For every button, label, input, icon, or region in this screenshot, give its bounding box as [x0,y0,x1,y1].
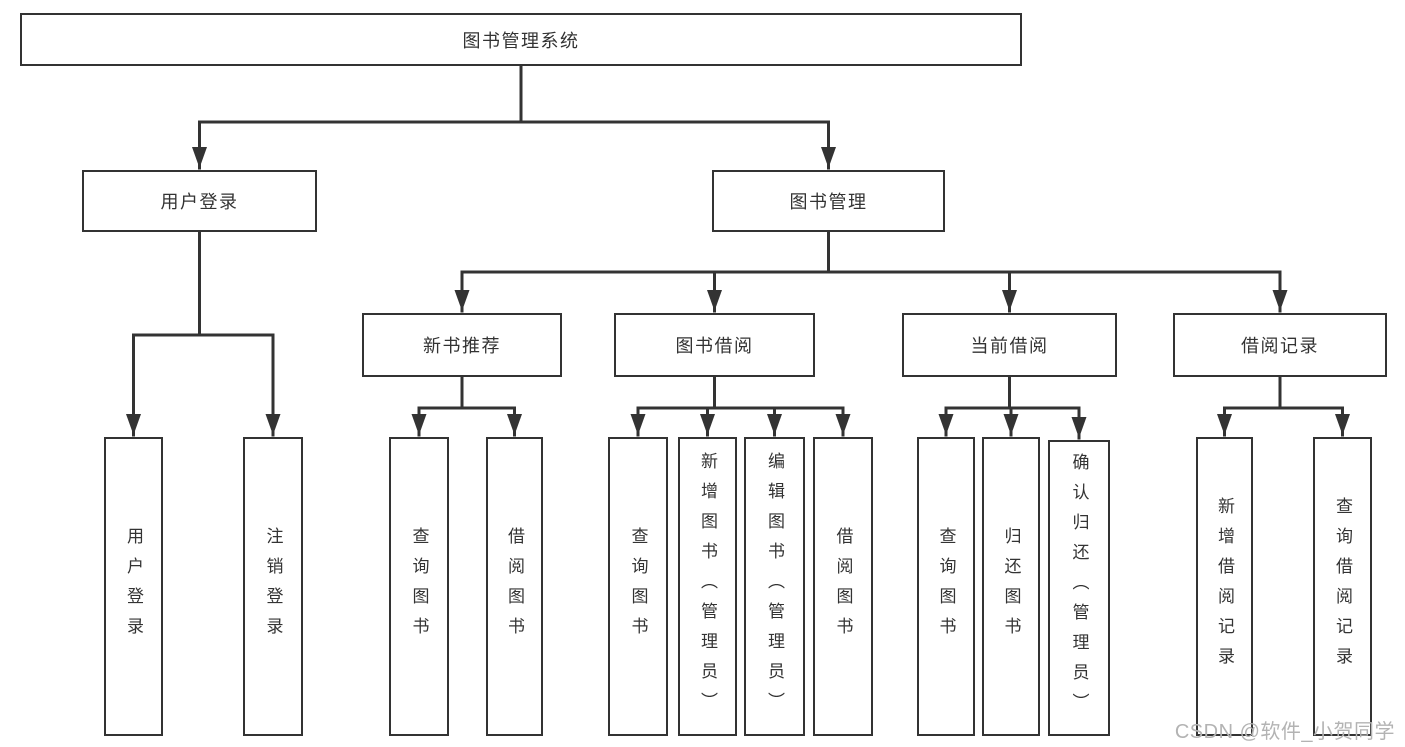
node-book-management: 图书管理 [712,170,945,232]
node-label: 借阅图书 [505,526,524,647]
node-label: 图书借阅 [675,336,754,356]
node-label: 查询借阅记录 [1333,496,1352,677]
leaf-query-books: 查询图书 [389,437,449,736]
node-label: 查询图书 [936,526,956,647]
leaf-borrow-books: 借阅图书 [813,437,873,736]
node-current-borrowing: 当前借阅 [902,313,1117,377]
csdn-watermark: CSDN @软件_小贺同学 [1174,721,1395,743]
leaf-edit-book-admin: 编辑图书（管理员） [744,437,805,736]
node-label: 图书管理 [789,192,868,212]
leaf-borrow-books: 借阅图书 [486,437,543,736]
leaf-return-book: 归还图书 [982,437,1040,736]
node-borrow-records: 借阅记录 [1173,313,1387,377]
node-label: 新书推荐 [423,336,501,356]
node-library-system: 图书管理系统 [20,13,1022,66]
node-new-book-recommend: 新书推荐 [362,313,562,377]
node-label: 图书管理系统 [462,30,580,51]
node-label: 确认归还（管理员） [1069,453,1089,723]
leaf-add-borrow-record: 新增借阅记录 [1196,437,1253,736]
node-label: 注销登录 [263,526,283,647]
tree-branch-lines [132,64,1344,410]
leaf-query-books: 查询图书 [917,437,975,736]
node-label: 用户登录 [124,526,143,647]
node-label: 新增借阅记录 [1215,496,1234,677]
leaf-confirm-return-admin: 确认归还（管理员） [1048,440,1110,736]
node-label: 用户登录 [160,192,239,212]
leaf-query-borrow-record: 查询借阅记录 [1313,437,1372,736]
node-label: 查询图书 [409,526,429,647]
node-user-login: 用户登录 [82,170,317,232]
node-label: 新增图书（管理员） [698,451,717,722]
node-label: 借阅记录 [1241,336,1319,356]
leaf-query-books: 查询图书 [608,437,668,736]
leaf-add-book-admin: 新增图书（管理员） [678,437,737,736]
leaf-user-login: 用户登录 [104,437,163,736]
node-book-borrowing: 图书借阅 [614,313,815,377]
node-label: 归还图书 [1001,526,1021,647]
node-label: 当前借阅 [970,336,1049,356]
node-label: 借阅图书 [833,526,853,647]
node-label: 编辑图书（管理员） [765,451,784,722]
leaf-logout: 注销登录 [243,437,303,736]
node-label: 查询图书 [628,526,648,647]
